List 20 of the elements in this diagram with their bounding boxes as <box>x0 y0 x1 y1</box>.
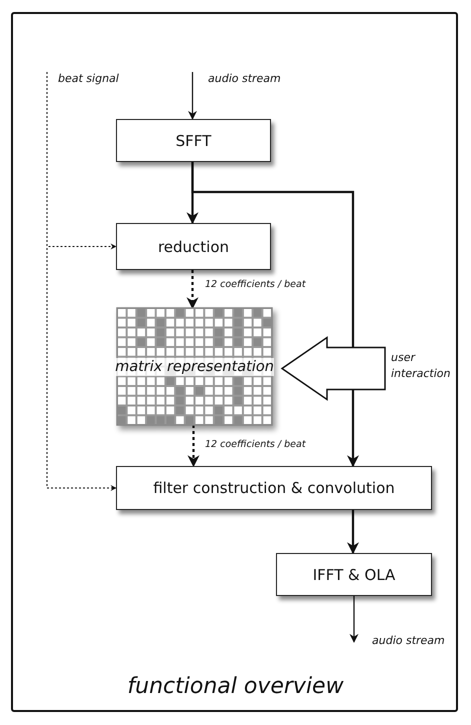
matrix-label: matrix representation <box>115 358 274 376</box>
text-label: audio stream <box>372 632 452 648</box>
arrow <box>350 596 358 643</box>
process-box: reduction <box>116 223 271 270</box>
diagram-title: functional overview <box>126 674 345 699</box>
text-label: audio stream <box>208 70 298 86</box>
process-box: filter construction & convolution <box>116 466 432 510</box>
dotted-arrow <box>46 72 117 491</box>
dotted-arrow <box>188 425 200 468</box>
process-box: SFFT <box>116 119 271 162</box>
block-arrow <box>280 336 386 401</box>
text-label: beat signal <box>58 70 128 86</box>
text-label: user interaction <box>391 350 461 382</box>
arrow <box>188 72 197 120</box>
edge-label: 12 coefficients / beat <box>205 279 306 290</box>
arrow <box>347 510 359 554</box>
dotted-arrow <box>186 270 198 310</box>
arrow <box>191 162 359 468</box>
edge-label: 12 coefficients / beat <box>205 439 306 450</box>
process-box: IFFT & OLA <box>276 553 432 596</box>
